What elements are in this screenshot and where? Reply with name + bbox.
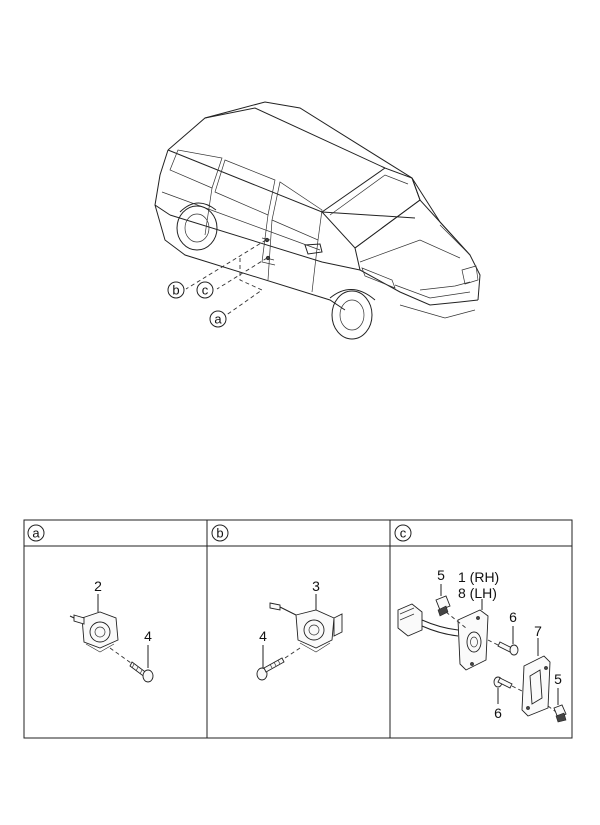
panel-header-b: b [211, 524, 229, 542]
panel-c-screw-upper [487, 626, 519, 656]
panel-header-c: c [394, 524, 412, 542]
callout-b: b [167, 281, 185, 299]
panel-c-screw-lower [493, 676, 525, 704]
part-number-5-bottom: 5 [554, 671, 562, 687]
panel-c-cover-plate [521, 638, 551, 717]
svg-text:b: b [216, 526, 223, 541]
svg-text:b: b [172, 283, 179, 298]
part-number-2: 2 [94, 578, 102, 594]
panel-c-switch-unit [457, 599, 489, 671]
part-number-4-b: 4 [259, 628, 267, 644]
minivan-illustration [154, 101, 481, 340]
part-number-5-top: 5 [437, 567, 445, 583]
part-number-1-rh: 1 (RH) [458, 569, 499, 585]
panel-b-door-switch [269, 594, 343, 653]
panel-c-clip-bottom [547, 688, 567, 723]
panel-a-screw [109, 645, 154, 683]
panel-c-connector [397, 603, 459, 637]
callout-a: a [209, 310, 227, 328]
panel-a-door-switch [69, 594, 119, 653]
part-number-3: 3 [312, 578, 320, 594]
svg-text:c: c [202, 283, 209, 298]
svg-text:c: c [400, 526, 407, 541]
part-number-6-lower: 6 [494, 705, 502, 721]
panel-c-clip-top [435, 584, 467, 629]
svg-text:a: a [214, 312, 222, 327]
panel-header-a: a [27, 524, 45, 542]
panel-b-screw [256, 645, 301, 681]
part-number-4-a: 4 [144, 628, 152, 644]
part-number-6-upper: 6 [509, 609, 517, 625]
part-number-8-lh: 8 (LH) [458, 585, 497, 601]
detail-panel-grid [23, 519, 573, 739]
callout-c: c [196, 281, 214, 299]
svg-text:a: a [32, 526, 40, 541]
part-number-7: 7 [534, 623, 542, 639]
